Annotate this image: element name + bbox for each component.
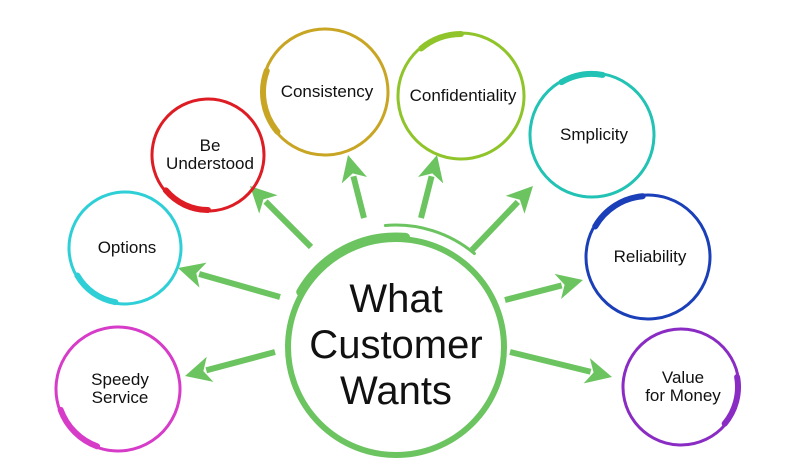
node-label-reliability: Reliability: [614, 248, 687, 266]
node-label-options: Options: [98, 239, 157, 257]
arrow-head: [505, 186, 533, 214]
node-label-simplicity-line: Smplicity: [559, 125, 629, 145]
node-circle-value-for-money: [621, 327, 741, 447]
arrow-to-simplicity: [469, 186, 533, 253]
node-label-simplicity: Smplicity: [560, 126, 628, 144]
node-label-be-understood-line: Understood: [166, 154, 254, 173]
node-circle-consistency: [260, 27, 390, 157]
arrow-to-options: [178, 262, 281, 300]
node-circle-reliability: [584, 193, 712, 321]
node-label-options-line: Options: [97, 238, 157, 258]
arrow-to-reliability: [504, 273, 583, 303]
node-ring: [528, 72, 656, 199]
node-label-confidentiality-line: Confidentiality: [409, 86, 517, 106]
node-label-speedy-service-line: Speedy: [91, 370, 149, 390]
arrow-head: [554, 273, 583, 300]
node-circle-be-understood: [150, 97, 266, 213]
node-circle-speedy-service: [54, 325, 182, 453]
center-label-line: Wants: [340, 369, 452, 413]
arrow-to-speedy-service: [185, 349, 276, 382]
node-ring: [67, 190, 183, 306]
arrow-shaft: [469, 199, 520, 253]
node-label-reliability-line: Reliability: [613, 247, 687, 267]
node-label-consistency: Consistency: [281, 83, 374, 101]
node-label-speedy-service-line: Service: [91, 388, 149, 407]
node-label-confidentiality: Confidentiality: [410, 87, 517, 105]
node-ring: [396, 31, 526, 161]
center-label-line: Customer: [309, 323, 483, 367]
arrow-head: [583, 358, 612, 384]
arrow-to-be-understood: [250, 186, 314, 250]
arrow-to-confidentiality: [418, 155, 444, 219]
node-brush-stroke: [57, 406, 101, 450]
arrow-shaft: [205, 349, 276, 374]
arrow-shaft: [198, 271, 281, 300]
node-ring: [584, 193, 712, 321]
center-label-line: What: [349, 277, 443, 321]
arrow-to-consistency: [341, 155, 367, 219]
arrow-shaft: [504, 282, 563, 303]
arrow-head: [418, 155, 444, 184]
arrow-shaft: [509, 349, 592, 375]
node-ring: [264, 27, 390, 157]
arrow-shaft: [418, 175, 435, 219]
arrow-head: [250, 186, 278, 214]
node-ring: [150, 97, 266, 213]
node-label-value-for-money-line: Value: [661, 368, 705, 388]
node-label-value-for-money-line: for Money: [645, 386, 721, 405]
arrow-to-value-for-money: [509, 349, 612, 384]
center-outer-swoosh: [383, 223, 476, 256]
node-circle-confidentiality: [396, 31, 526, 161]
node-brush-stroke: [592, 193, 646, 230]
node-label-consistency-line: Consistency: [280, 82, 374, 102]
center-brush-stroke: [296, 232, 411, 297]
node-ring: [621, 327, 740, 447]
arrow-shaft: [263, 199, 314, 250]
node-brush-stroke: [162, 187, 211, 213]
arrow-head: [341, 155, 367, 184]
node-brush-stroke: [558, 71, 606, 86]
node-brush-stroke: [260, 67, 281, 135]
node-brush-stroke: [74, 272, 119, 306]
arrow-shaft: [350, 175, 367, 219]
node-ring: [54, 325, 182, 453]
arrow-head: [185, 356, 214, 382]
node-label-be-understood-line: Be: [199, 136, 221, 156]
arrow-head: [178, 262, 207, 288]
node-brush-stroke: [721, 374, 741, 427]
node-circle-options: [67, 190, 183, 306]
node-circle-simplicity: [528, 71, 656, 199]
center-circle: [285, 223, 507, 458]
node-brush-stroke: [418, 31, 464, 52]
